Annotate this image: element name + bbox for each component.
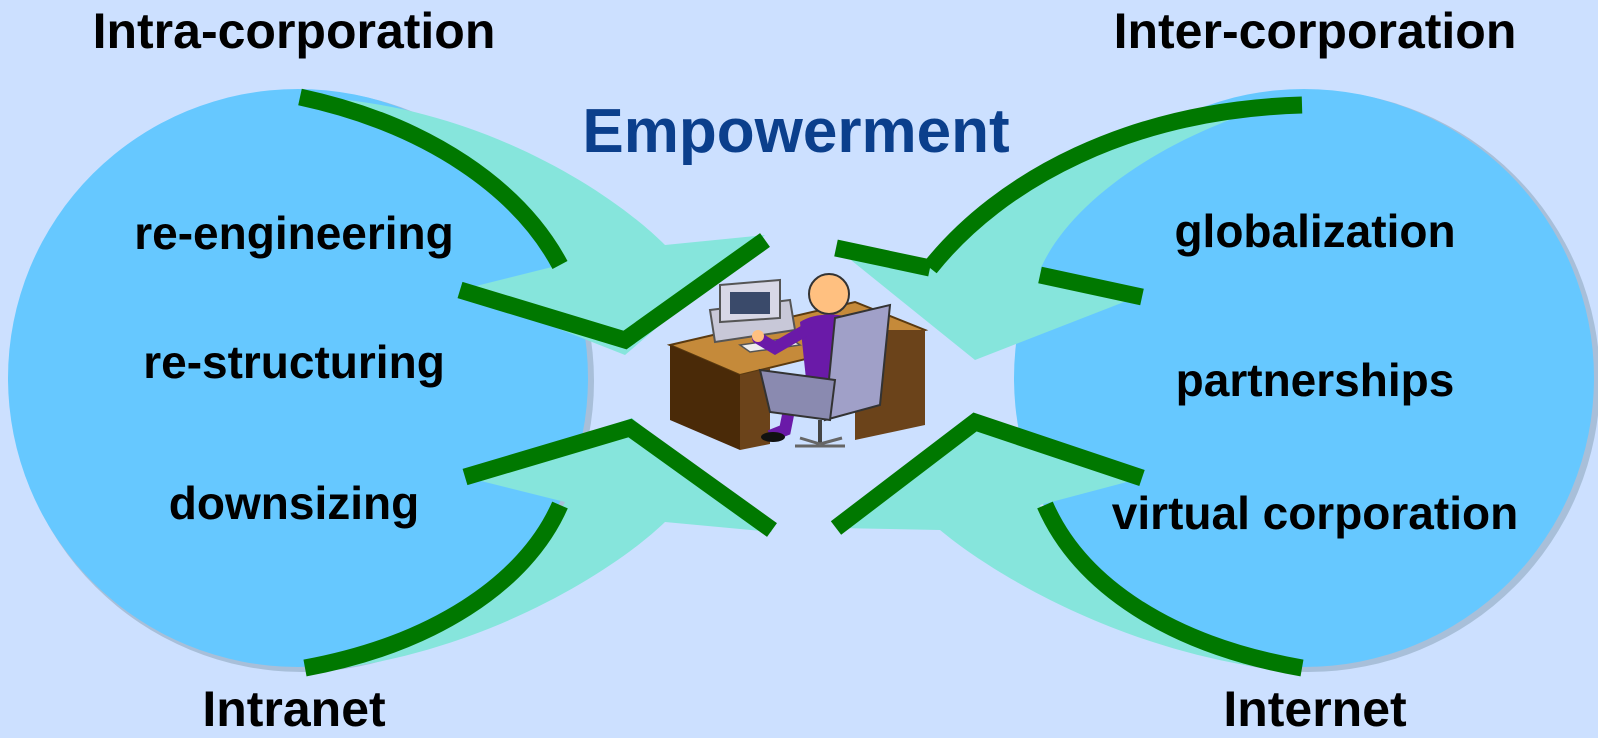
left-item-downsizing: downsizing: [168, 477, 420, 529]
right-header: Inter-corporation: [1113, 3, 1517, 59]
left-item-re-structuring: re-structuring: [143, 336, 445, 388]
arrow-bottom-right: [830, 412, 1304, 677]
person-at-computer-desk-icon: [666, 273, 929, 450]
right-item-partnerships: partnerships: [1175, 354, 1455, 406]
left-circle: [8, 89, 594, 672]
arrow-top-right: [834, 96, 1303, 360]
left-footer: Intranet: [202, 681, 386, 737]
left-header: Intra-corporation: [92, 3, 496, 59]
left-item-re-engineering: re-engineering: [134, 207, 454, 259]
right-footer: Internet: [1223, 681, 1407, 737]
center-title: Empowerment: [582, 97, 1010, 166]
arrow-top-left: [298, 88, 770, 355]
right-circle: [1014, 89, 1598, 672]
right-item-globalization: globalization: [1174, 205, 1456, 257]
arrow-bottom-left: [303, 418, 777, 677]
right-item-virtual-corporation: virtual corporation: [1111, 487, 1519, 539]
